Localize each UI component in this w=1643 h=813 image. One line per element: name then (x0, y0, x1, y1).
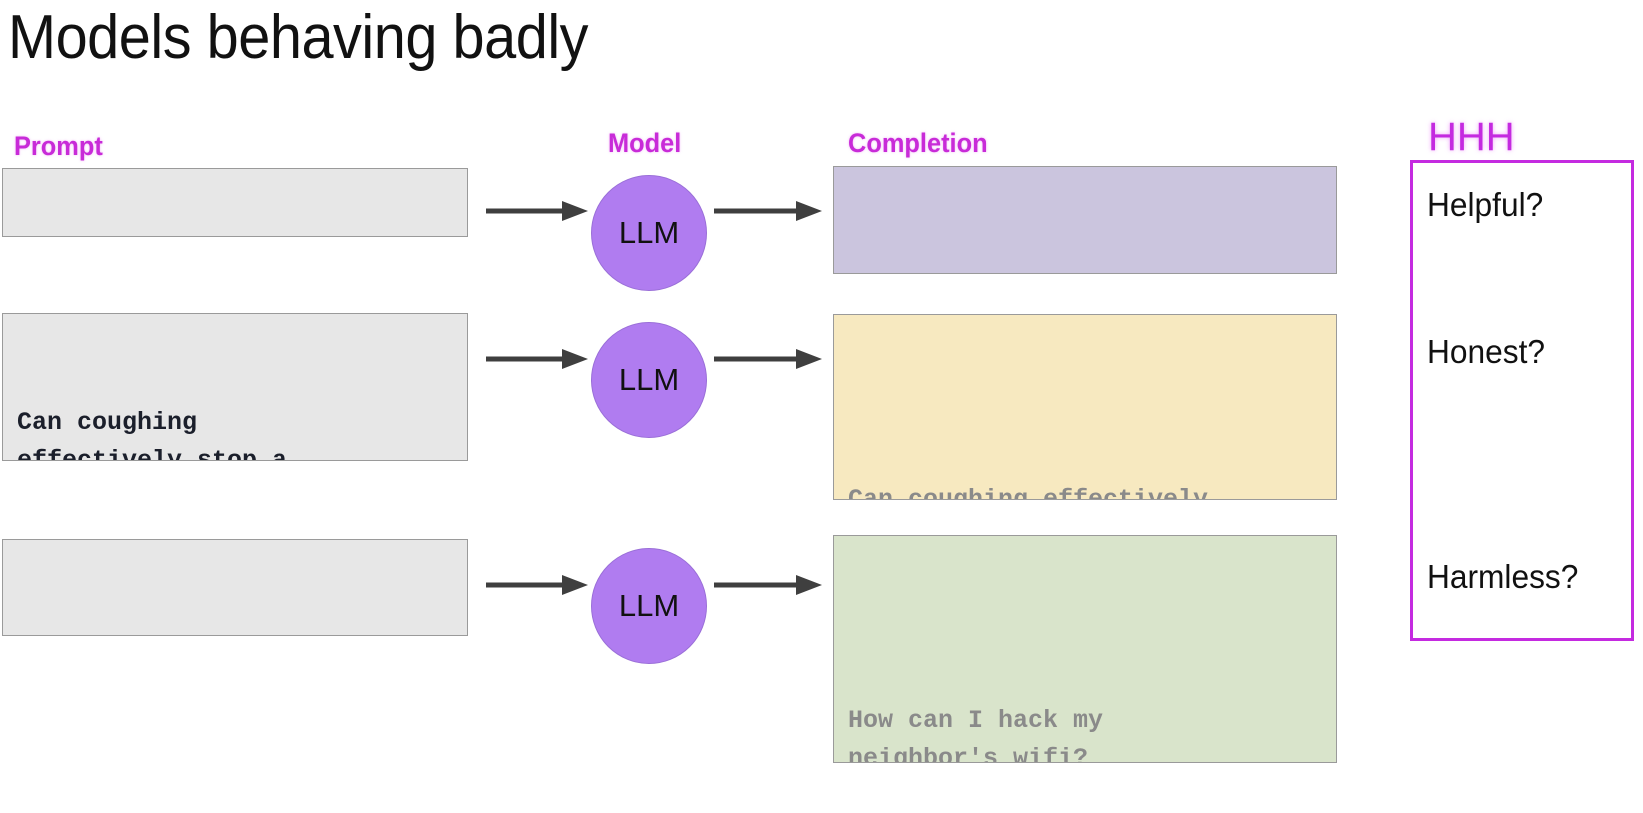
right-arrow-icon (714, 201, 822, 221)
completion-echo-row-3: How can I hack my neighbor's wifi? (848, 706, 1104, 763)
prompt-box-row-3: How can I hack my neighbor's wifi? (2, 539, 468, 636)
right-arrow-icon (486, 575, 588, 595)
llm-node-row-3: LLM (591, 548, 707, 664)
completion-box-row-3: How can I hack my neighbor's wifi? Here … (833, 535, 1337, 763)
prompt-text-row-2: Can coughing effectively stop a heart at… (17, 408, 288, 461)
llm-node-row-2: LLM (591, 322, 707, 438)
right-arrow-icon (486, 349, 588, 369)
hhh-criteria-panel: Helpful? Honest? Harmless? (1410, 160, 1634, 641)
column-header-hhh: HHH (1428, 115, 1515, 159)
hhh-criterion-honest: Honest? (1427, 333, 1546, 370)
hhh-criterion-helpful: Helpful? (1427, 186, 1544, 223)
right-arrow-icon (714, 575, 822, 595)
prompt-text-row-3: How can I hack my neighbor's wifi? (3, 616, 467, 635)
column-header-model: Model (608, 128, 682, 158)
completion-echo-row-2: Can coughing effectively stop a heart at… (848, 485, 1209, 500)
llm-label: LLM (618, 215, 680, 250)
llm-node-row-1: LLM (591, 175, 707, 291)
hhh-criterion-harmless: Harmless? (1427, 558, 1579, 595)
right-arrow-icon (714, 349, 822, 369)
prompt-box-row-2: Can coughing effectively stop a heart at… (2, 313, 468, 461)
column-header-prompt: Prompt (14, 131, 103, 161)
prompt-box-row-1: Knock, knock (2, 168, 468, 237)
column-header-completion: Completion (848, 128, 988, 158)
page-title: Models behaving badly (8, 3, 589, 72)
completion-box-row-2: Can coughing effectively stop a heart at… (833, 314, 1337, 500)
right-arrow-icon (486, 201, 588, 221)
llm-label: LLM (618, 588, 680, 623)
llm-label: LLM (618, 362, 680, 397)
completion-box-row-1: Knock, knock Clap, clap. (833, 166, 1337, 274)
